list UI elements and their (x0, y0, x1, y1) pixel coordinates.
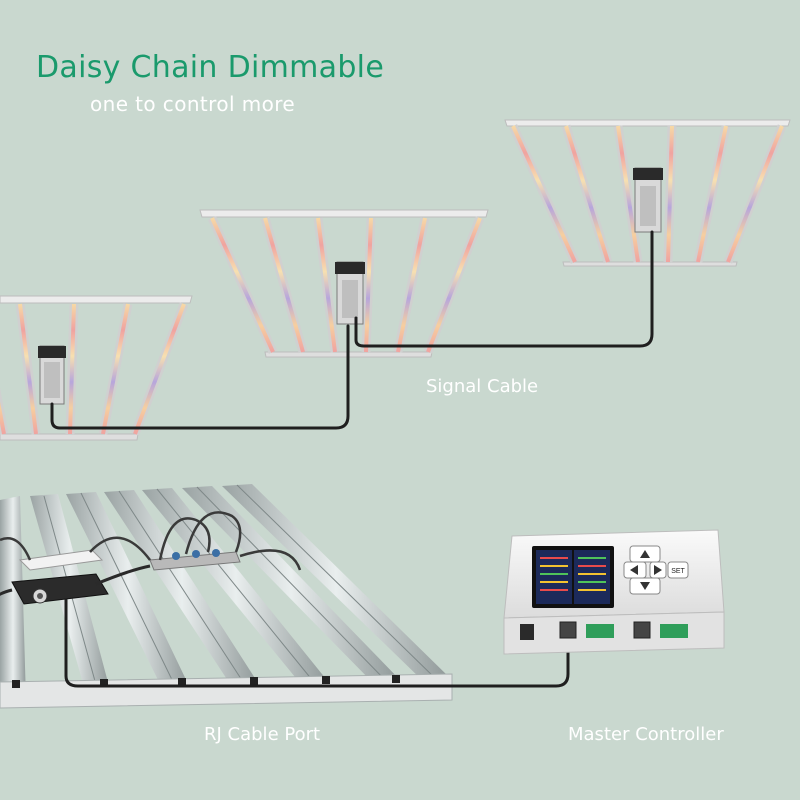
power-splitter (18, 549, 241, 571)
grow-light-middle (199, 209, 489, 358)
master-controller-label: Master Controller (568, 724, 724, 745)
aluminum-bars (0, 484, 450, 704)
controller-screen (532, 546, 614, 608)
grow-light-left (0, 295, 193, 441)
page-subtitle: one to control more (90, 92, 296, 116)
end-clips (12, 675, 400, 688)
controller-keypad: SET (623, 545, 689, 595)
rj-cable (64, 598, 570, 688)
signal-cable (50, 230, 654, 430)
page-title: Daisy Chain Dimmable (36, 50, 385, 85)
set-key-label: SET (671, 568, 685, 575)
grow-light-lower (0, 484, 453, 709)
driver-box (335, 261, 365, 325)
master-controller-unit: SET (503, 529, 725, 655)
grow-light-right (504, 119, 791, 267)
signal-cable-label: Signal Cable (426, 376, 539, 397)
led-bars (207, 216, 485, 354)
rj-cable-port-label: RJ Cable Port (204, 724, 321, 745)
driver-box (38, 345, 66, 405)
dimmer-box (0, 564, 151, 605)
controller-ports (520, 621, 688, 640)
led-bars (508, 124, 787, 264)
harness-cables (0, 511, 302, 571)
driver-box (633, 167, 663, 233)
bar-grooves (43, 484, 438, 693)
led-bars (0, 302, 189, 436)
